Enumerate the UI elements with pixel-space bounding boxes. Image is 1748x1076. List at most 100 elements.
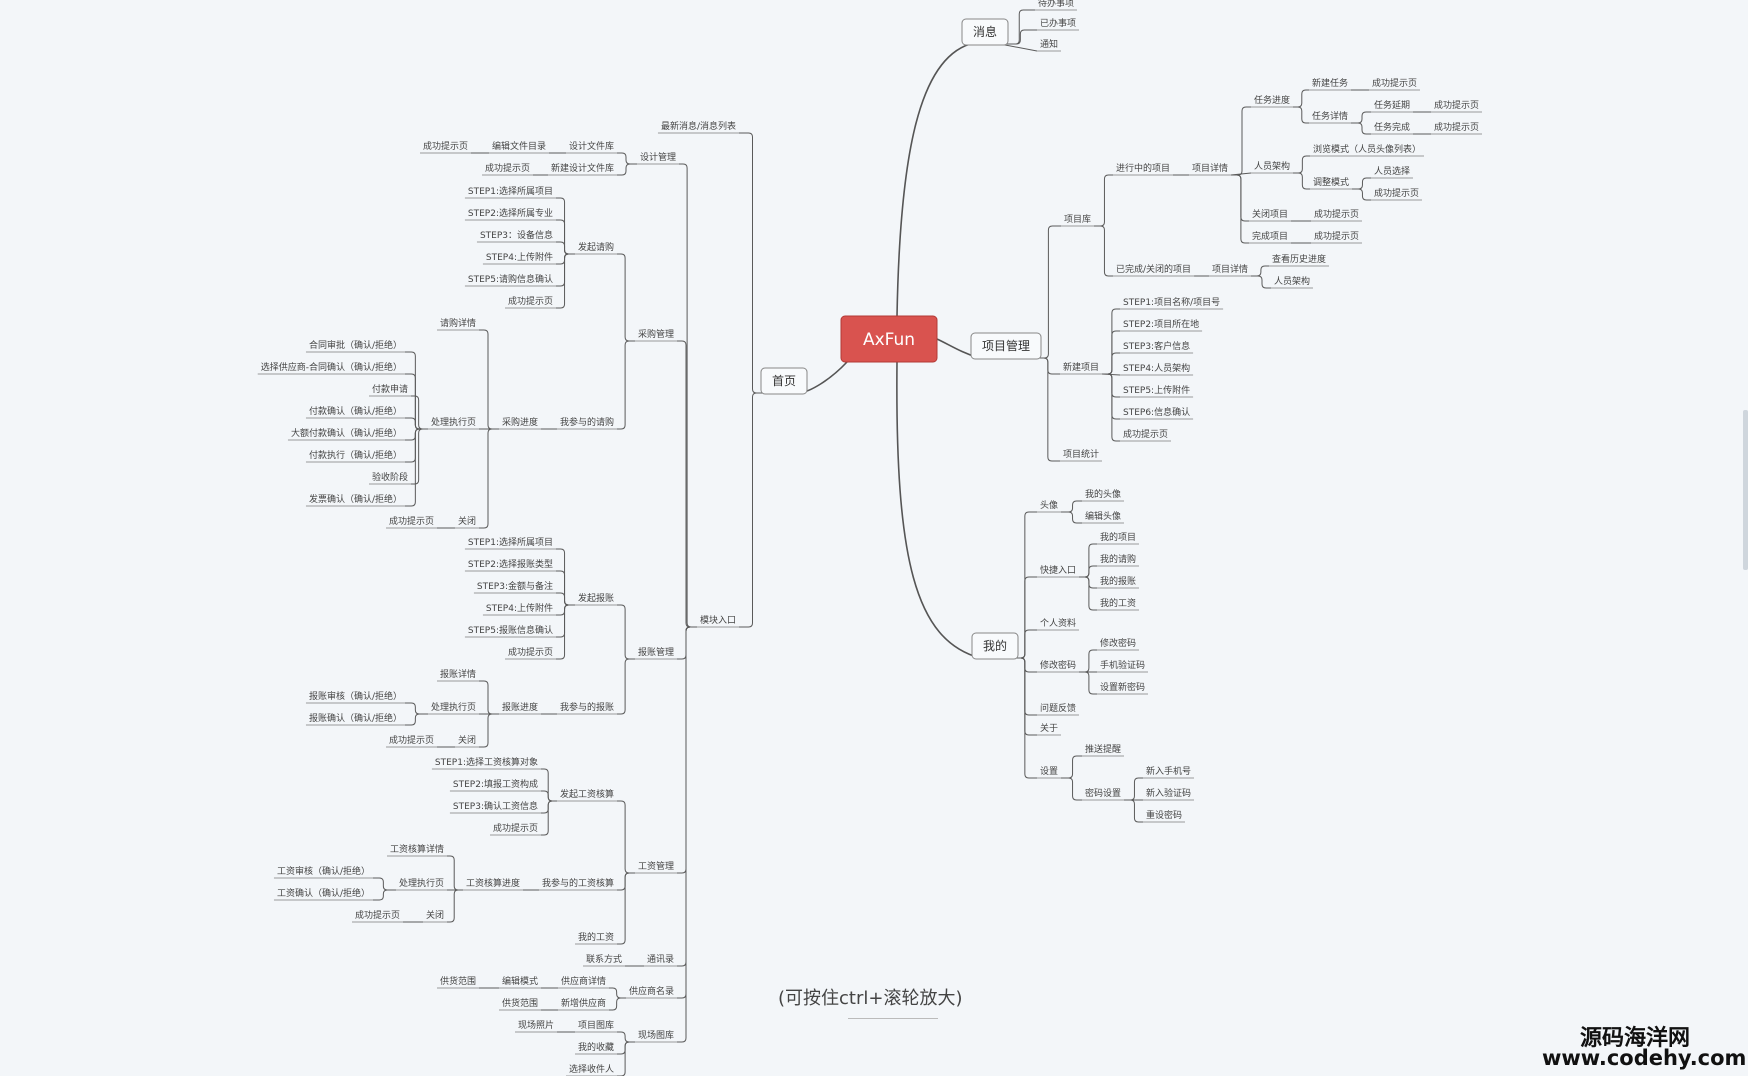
node-d-ok2[interactable]: 成功提示页 xyxy=(481,162,533,176)
node-w-start[interactable]: 发起工资核算 xyxy=(556,788,617,802)
node-pm-new[interactable]: 新建项目 xyxy=(1060,361,1103,375)
node-p-e2[interactable]: 选择供应商-合同确认（确认/拒绝） xyxy=(257,361,405,375)
root-node[interactable]: AxFun xyxy=(840,315,938,363)
node-p-mgmt[interactable]: 采购管理 xyxy=(634,328,677,342)
node-w-e1[interactable]: 工资审核（确认/拒绝） xyxy=(273,865,373,879)
node-m-myexp[interactable]: 我的报账 xyxy=(1097,575,1140,589)
node-m-push[interactable]: 推送提醒 xyxy=(1082,743,1125,757)
node-m-mywage[interactable]: 我的工资 xyxy=(1097,597,1140,611)
node-w-exec[interactable]: 处理执行页 xyxy=(395,877,447,891)
node-e-exec[interactable]: 处理执行页 xyxy=(427,701,479,715)
node-pm-s6[interactable]: STEP6:信息确认 xyxy=(1120,406,1194,420)
node-pm-staff[interactable]: 人员架构 xyxy=(1251,160,1294,174)
node-e-s5[interactable]: STEP5:报账信息确认 xyxy=(464,624,556,638)
node-pm-ok5[interactable]: 成功提示页 xyxy=(1311,208,1363,222)
node-pm-close[interactable]: 关闭项目 xyxy=(1249,208,1292,222)
node-s-editmode[interactable]: 编辑模式 xyxy=(498,975,541,989)
node-pm-detail[interactable]: 项目详情 xyxy=(1189,162,1232,176)
node-p-start[interactable]: 发起请购 xyxy=(574,241,617,255)
node-e-detail[interactable]: 报账详情 xyxy=(436,668,479,682)
node-m-newphone[interactable]: 新入手机号 xyxy=(1143,765,1195,779)
node-p-e4[interactable]: 付款确认（确认/拒绝） xyxy=(305,405,405,419)
node-r-pm[interactable]: 项目管理 xyxy=(970,332,1042,360)
node-p-s3[interactable]: STEP3：设备信息 xyxy=(476,229,556,243)
node-w-ok2[interactable]: 成功提示页 xyxy=(351,909,403,923)
scrollbar-handle[interactable] xyxy=(1743,410,1748,570)
node-n-done[interactable]: 已办事项 xyxy=(1037,17,1080,31)
node-e-e1[interactable]: 报账审核（确认/拒绝） xyxy=(305,690,405,704)
node-p-s1[interactable]: STEP1:选择所属项目 xyxy=(464,185,556,199)
node-m-about[interactable]: 关于 xyxy=(1037,722,1062,736)
node-n-notice[interactable]: 通知 xyxy=(1037,38,1062,52)
node-w-ok1[interactable]: 成功提示页 xyxy=(489,822,541,836)
node-w-detail[interactable]: 工资核算详情 xyxy=(386,843,447,857)
node-pm-s3[interactable]: STEP3:客户信息 xyxy=(1120,340,1194,354)
node-p-detail[interactable]: 请购详情 xyxy=(436,317,479,331)
node-p-s2[interactable]: STEP2:选择所属专业 xyxy=(464,207,556,221)
node-w-s3[interactable]: STEP3:确认工资信息 xyxy=(449,800,541,814)
node-m-profile[interactable]: 个人资料 xyxy=(1037,617,1080,631)
node-pm-browse[interactable]: 浏览模式（人员头像列表） xyxy=(1310,143,1425,157)
node-pm-delay[interactable]: 任务延期 xyxy=(1371,99,1414,113)
node-pm-select[interactable]: 人员选择 xyxy=(1371,165,1414,179)
node-m-pwdset[interactable]: 密码设置 xyxy=(1082,787,1125,801)
node-m-avatar[interactable]: 头像 xyxy=(1037,499,1062,513)
node-p-e6[interactable]: 付款执行（确认/拒绝） xyxy=(305,449,405,463)
node-w-progress[interactable]: 工资核算进度 xyxy=(462,877,523,891)
node-d-ok1[interactable]: 成功提示页 xyxy=(419,140,471,154)
node-pm-newtask[interactable]: 新建任务 xyxy=(1309,77,1352,91)
node-e-ok2[interactable]: 成功提示页 xyxy=(385,734,437,748)
node-c-book[interactable]: 通讯录 xyxy=(643,954,677,967)
node-r-news[interactable]: 消息 xyxy=(961,18,1009,46)
node-m-myproj[interactable]: 我的项目 xyxy=(1097,531,1140,545)
node-pm-ok3[interactable]: 成功提示页 xyxy=(1431,121,1483,135)
node-m-myavatar[interactable]: 我的头像 xyxy=(1082,488,1125,502)
node-r-home[interactable]: 首页 xyxy=(760,367,808,395)
node-e-s4[interactable]: STEP4:上传附件 xyxy=(482,602,556,616)
node-m-pwd-phone[interactable]: 手机验证码 xyxy=(1097,659,1149,673)
node-e-progress[interactable]: 报账进度 xyxy=(498,701,541,715)
node-pm-run[interactable]: 进行中的项目 xyxy=(1113,162,1174,176)
node-d-newlib[interactable]: 新建设计文件库 xyxy=(547,162,617,176)
node-f-fav[interactable]: 我的收藏 xyxy=(574,1041,617,1055)
node-pm-ok4[interactable]: 成功提示页 xyxy=(1371,187,1423,201)
node-e-ok1[interactable]: 成功提示页 xyxy=(504,646,556,660)
node-w-mgmt[interactable]: 工资管理 xyxy=(634,860,677,874)
node-w-s2[interactable]: STEP2:填报工资构成 xyxy=(449,778,541,792)
node-pm-ok7[interactable]: 成功提示页 xyxy=(1120,428,1172,442)
node-h-modules[interactable]: 模块入口 xyxy=(696,614,739,628)
node-f-photo[interactable]: 现场照片 xyxy=(514,1019,557,1033)
node-d-mgmt[interactable]: 设计管理 xyxy=(636,151,679,165)
node-pm-s5[interactable]: STEP5:上传附件 xyxy=(1120,384,1194,398)
node-c-contact[interactable]: 联系方式 xyxy=(582,953,625,967)
node-pm-ok1[interactable]: 成功提示页 xyxy=(1369,77,1421,91)
node-pm-closed[interactable]: 已完成/关闭的项目 xyxy=(1113,263,1195,277)
node-w-close[interactable]: 关闭 xyxy=(422,909,447,923)
node-r-mine[interactable]: 我的 xyxy=(971,632,1019,660)
node-f-lib[interactable]: 现场图库 xyxy=(634,1029,677,1043)
node-p-close[interactable]: 关闭 xyxy=(454,515,479,529)
node-w-my[interactable]: 我的工资 xyxy=(574,931,617,945)
node-e-s1[interactable]: STEP1:选择所属项目 xyxy=(464,536,556,550)
node-w-e2[interactable]: 工资确认（确认/拒绝） xyxy=(273,887,373,901)
node-m-pwd-edit[interactable]: 修改密码 xyxy=(1097,637,1140,651)
node-s-detail[interactable]: 供应商详情 xyxy=(557,975,609,989)
node-pm-finish[interactable]: 任务完成 xyxy=(1371,121,1414,135)
node-p-e1[interactable]: 合同审批（确认/拒绝） xyxy=(305,339,405,353)
node-pm-ok2[interactable]: 成功提示页 xyxy=(1431,99,1483,113)
node-m-pwd[interactable]: 修改密码 xyxy=(1037,659,1080,673)
node-p-exec[interactable]: 处理执行页 xyxy=(427,416,479,430)
node-pm-adjust[interactable]: 调整模式 xyxy=(1310,176,1353,190)
node-e-mine[interactable]: 我参与的报账 xyxy=(556,701,617,715)
node-pm-s4[interactable]: STEP4:人员架构 xyxy=(1120,362,1194,376)
node-m-feedback[interactable]: 问题反馈 xyxy=(1037,702,1080,716)
node-e-s3[interactable]: STEP3:金额与备注 xyxy=(473,580,556,594)
node-pm-s1[interactable]: STEP1:项目名称/项目号 xyxy=(1120,296,1224,310)
node-p-e3[interactable]: 付款申请 xyxy=(368,383,411,397)
node-s-range1[interactable]: 供货范围 xyxy=(436,975,479,989)
node-s-new[interactable]: 新增供应商 xyxy=(557,997,609,1011)
node-p-s4[interactable]: STEP4:上传附件 xyxy=(482,251,556,265)
node-p-e5[interactable]: 大额付款确认（确认/拒绝） xyxy=(287,427,405,441)
node-pm-ok6[interactable]: 成功提示页 xyxy=(1311,230,1363,244)
node-e-mgmt[interactable]: 报账管理 xyxy=(634,646,677,660)
